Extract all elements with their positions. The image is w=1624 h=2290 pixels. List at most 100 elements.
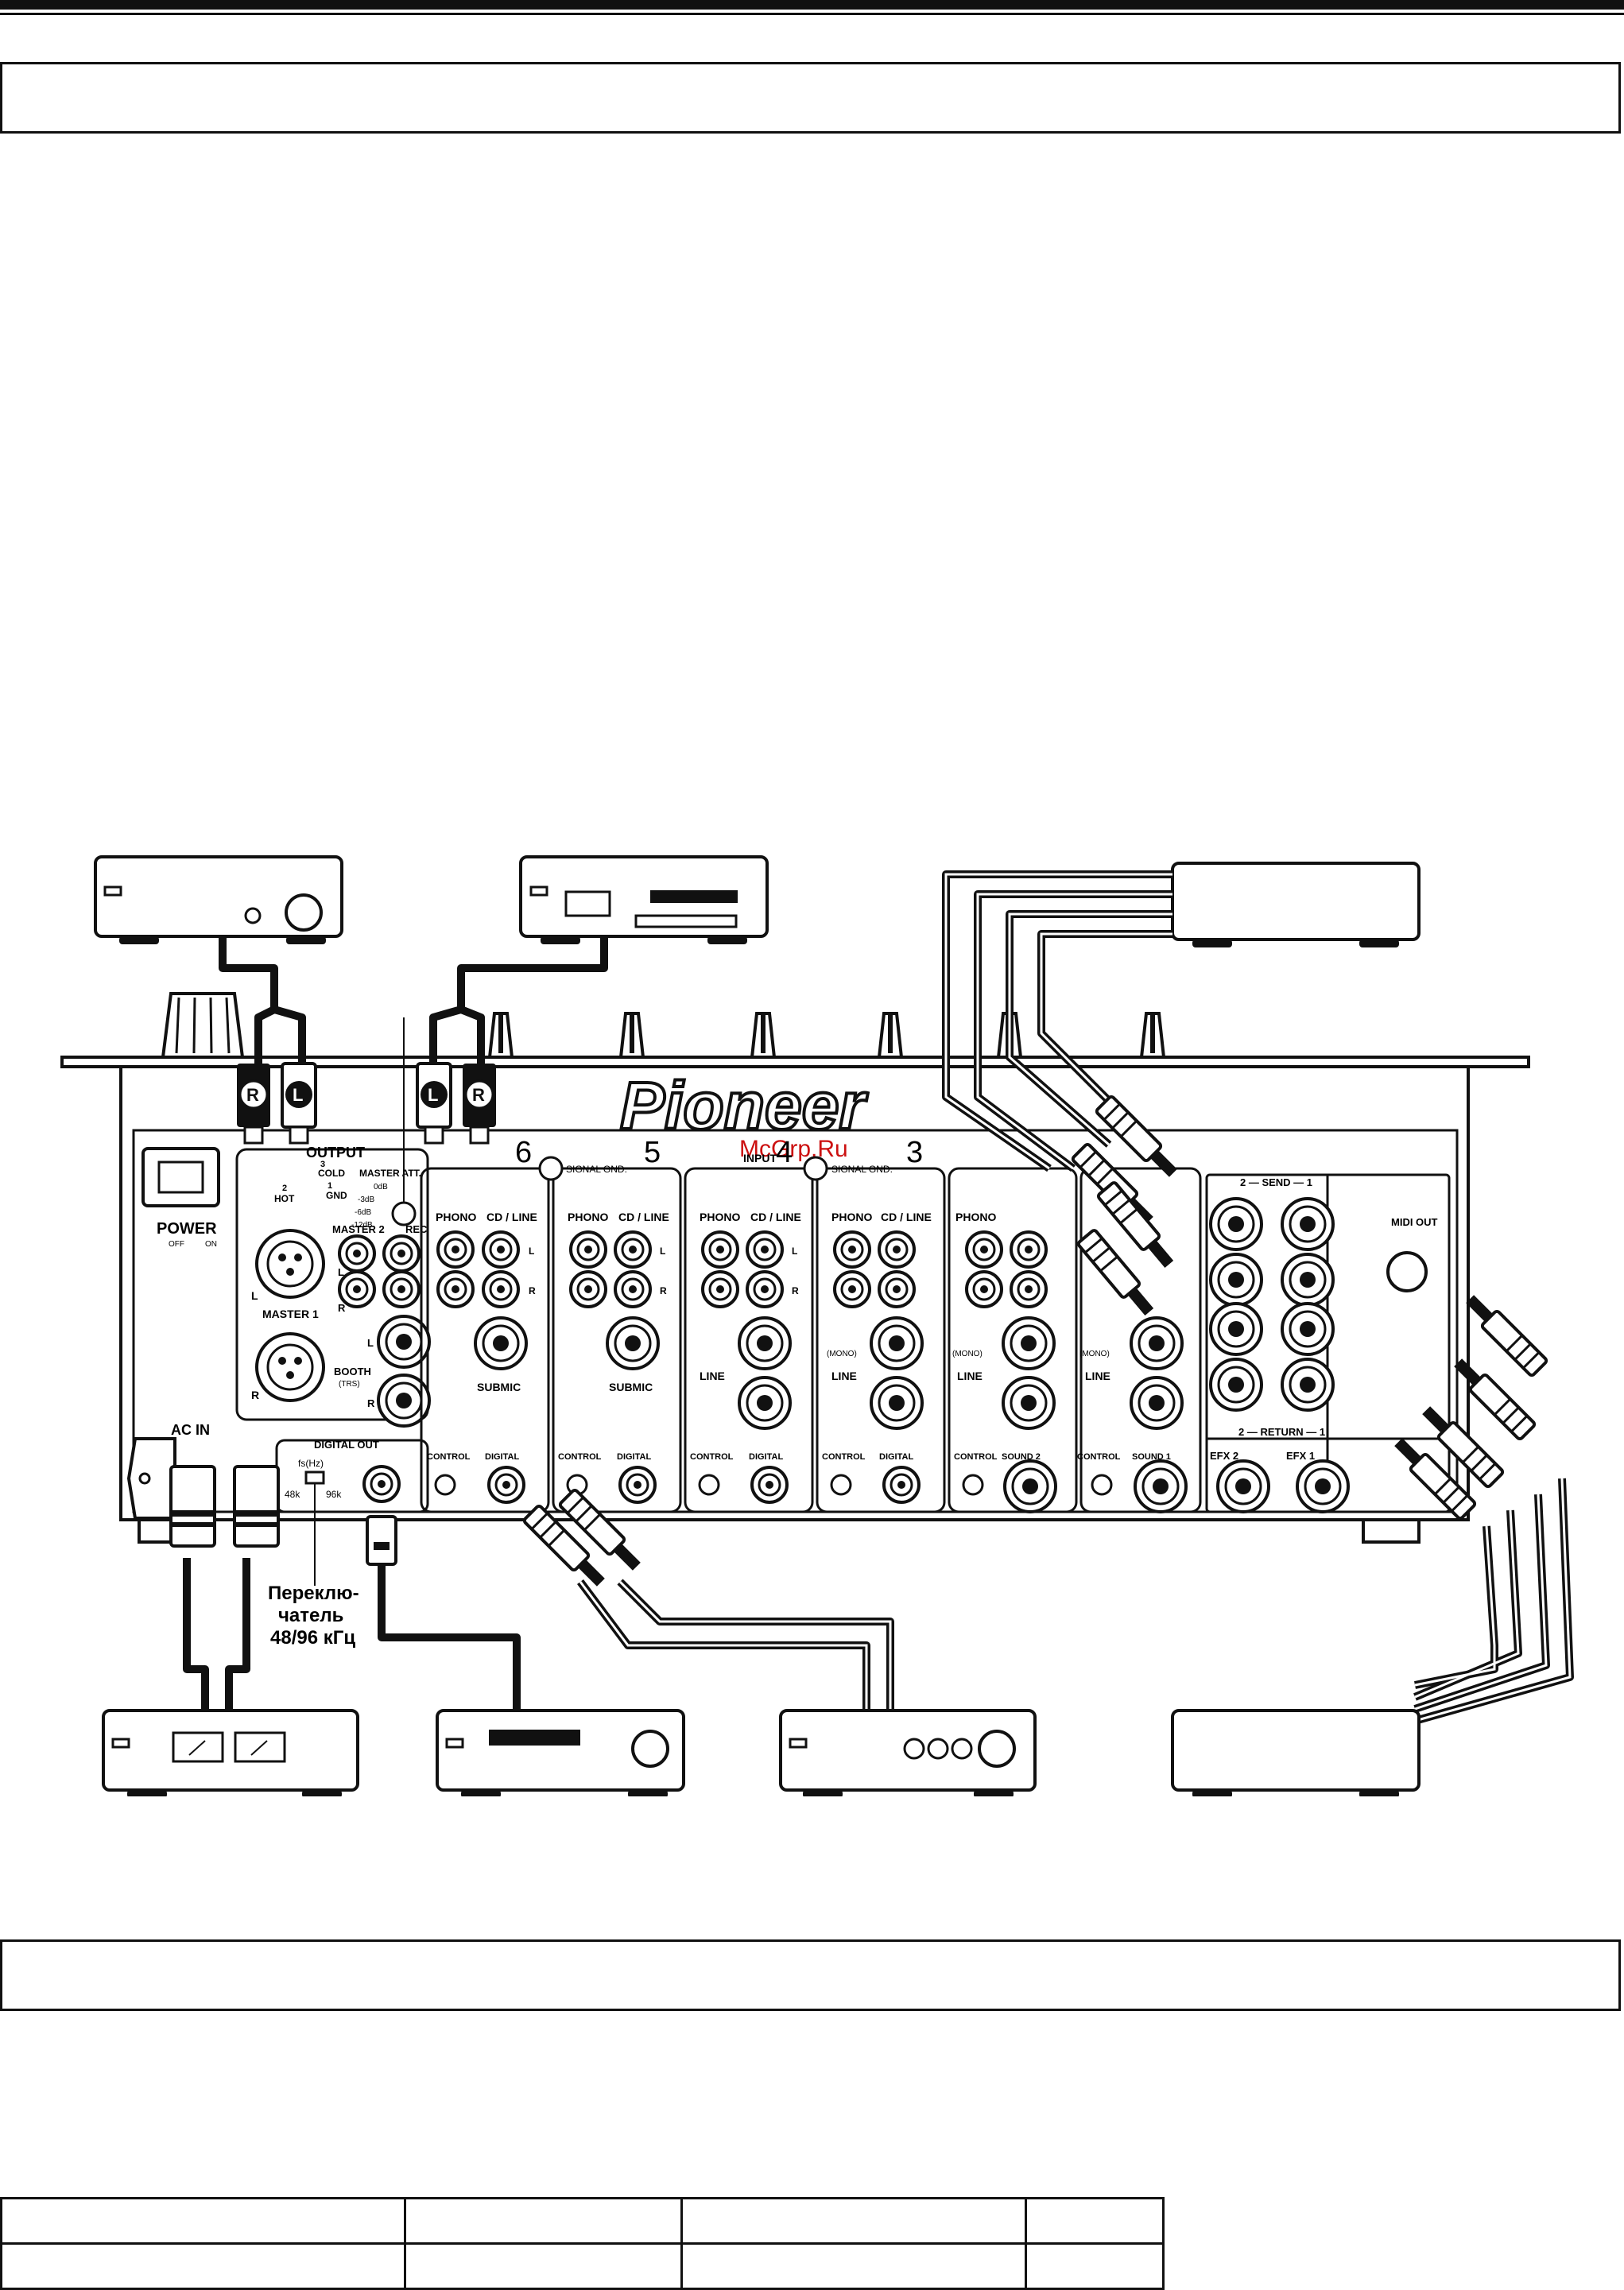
callout-line3: 48/96 кГц — [270, 1627, 355, 1649]
footer-cell — [0, 2242, 406, 2290]
efx1-din[interactable] — [1296, 1459, 1350, 1513]
fs-label: fs(Hz) — [298, 1458, 324, 1469]
input-label: INPUT — [743, 1152, 777, 1164]
channel-frames — [420, 1167, 1451, 1513]
fs-96k: 96k — [326, 1489, 342, 1500]
xlr-pin-3: 3 — [320, 1160, 325, 1169]
ch6-control: CONTROL — [427, 1452, 471, 1462]
digital-out-label: DIGITAL OUT — [314, 1439, 379, 1451]
signal-gnd-terminal-1[interactable] — [538, 1156, 564, 1181]
rca-plugs-rec: L R — [416, 1062, 496, 1145]
ch2-control: CONTROL — [954, 1452, 998, 1462]
master2-L: L — [338, 1266, 344, 1278]
ch6-submic-jack[interactable] — [474, 1316, 528, 1370]
efx1-label: EFX 1 — [1286, 1450, 1315, 1462]
power-on-label: ON — [205, 1240, 217, 1249]
ch6-digital: DIGITAL — [485, 1452, 519, 1462]
ch5-phono: PHONO — [568, 1211, 608, 1223]
ch5-submic-jack[interactable] — [606, 1316, 660, 1370]
ch5-digital: DIGITAL — [617, 1452, 651, 1462]
digital-recorder — [436, 1709, 685, 1796]
efx2-din[interactable] — [1216, 1459, 1270, 1513]
ch3-digital: DIGITAL — [879, 1452, 913, 1462]
ch5-cdline: CD / LINE — [618, 1211, 669, 1223]
ch4-control: CONTROL — [690, 1452, 734, 1462]
master-att-selector[interactable] — [391, 1201, 417, 1226]
master1-xlr-L[interactable] — [255, 1229, 325, 1299]
rca-digital-plug — [366, 1515, 397, 1566]
ch2-phono: PHONO — [955, 1211, 996, 1223]
rca-plugs-master: R L — [237, 1062, 317, 1145]
ch3-number: 3 — [906, 1136, 923, 1169]
cable-inner-highlights — [579, 873, 1572, 1722]
xlr-cold: COLD — [318, 1168, 345, 1179]
callout-line2: чатель — [278, 1605, 343, 1626]
xlr-plugs — [169, 1465, 280, 1548]
footer-cell — [404, 2197, 683, 2245]
ch4-digital: DIGITAL — [749, 1452, 783, 1462]
amplifier-with-meters — [102, 1709, 359, 1796]
ch2-mono: (MONO) — [952, 1350, 983, 1358]
xlr-gnd: GND — [326, 1190, 347, 1201]
ch6-L: L — [529, 1246, 534, 1257]
plug-R-master: R — [246, 1085, 259, 1105]
ch3-cdline: CD / LINE — [881, 1211, 932, 1223]
ch5-control: CONTROL — [558, 1452, 602, 1462]
footer-cell — [1025, 2197, 1165, 2245]
master1-L: L — [251, 1289, 258, 1302]
brand-logo: Pioneer — [620, 1068, 868, 1143]
ch4-cdline: CD / LINE — [750, 1211, 801, 1223]
master1-R: R — [251, 1389, 259, 1401]
signal-gnd-terminal-2[interactable] — [803, 1156, 828, 1181]
ch6-R: R — [529, 1285, 536, 1296]
booth-amplifier — [779, 1709, 1037, 1796]
ch3-control: CONTROL — [822, 1452, 866, 1462]
ch4-R: R — [792, 1285, 799, 1296]
att-0db: 0dB — [374, 1183, 388, 1191]
att-12db: -12dB — [351, 1221, 373, 1230]
ch5-R: R — [660, 1285, 667, 1296]
master2-R: R — [338, 1302, 346, 1314]
rec-label: REC — [405, 1223, 428, 1235]
ch4-phono: PHONO — [700, 1211, 740, 1223]
digital-out-jack[interactable] — [362, 1465, 401, 1503]
footer-cell — [680, 2242, 1027, 2290]
efx2-label: EFX 2 — [1210, 1450, 1238, 1462]
footer-cell — [0, 2197, 406, 2245]
amplifier-top-left — [94, 855, 343, 944]
ch1-control: CONTROL — [1077, 1452, 1121, 1462]
master1-xlr-R[interactable] — [255, 1332, 325, 1402]
footer-cell — [1025, 2242, 1165, 2290]
section-header-box — [0, 62, 1621, 134]
ch1-sound1: SOUND 1 — [1132, 1452, 1171, 1462]
booth-sub: (TRS) — [339, 1380, 360, 1389]
xlr-hot: HOT — [274, 1193, 295, 1204]
send-label: 2 — SEND — 1 — [1240, 1176, 1312, 1188]
cassette-deck-top — [519, 855, 769, 944]
ch3-line: LINE — [831, 1370, 857, 1382]
ch5-L: L — [660, 1246, 665, 1257]
mixer-top-plate — [60, 992, 1530, 1068]
power-switch[interactable] — [141, 1147, 220, 1207]
signal-gnd-label-2: SIGNAL GND. — [831, 1164, 893, 1175]
ch4-line: LINE — [700, 1370, 725, 1382]
ch3-phono: PHONO — [831, 1211, 872, 1223]
xlr-pin-2: 2 — [282, 1184, 287, 1193]
ch3-mono: (MONO) — [827, 1350, 857, 1358]
plug-L-master: L — [293, 1085, 303, 1105]
ch2-line: LINE — [957, 1370, 983, 1382]
plug-L-rec: L — [428, 1085, 438, 1105]
power-off-label: OFF — [169, 1240, 184, 1249]
ch6-submic: SUBMIC — [477, 1381, 521, 1393]
fs-switch[interactable] — [304, 1470, 325, 1485]
ac-in-socket[interactable] — [126, 1437, 176, 1520]
fs-48k: 48k — [285, 1489, 300, 1500]
ch4-number: 4 — [776, 1136, 793, 1169]
ac-in-label: AC IN — [171, 1422, 210, 1438]
footer-cell — [680, 2197, 1027, 2245]
att-6db: -6dB — [355, 1208, 371, 1217]
watermark: McGrp.Ru — [739, 1136, 848, 1162]
ch4-L: L — [792, 1246, 797, 1257]
ch1-mono: (MONO) — [1079, 1350, 1110, 1358]
midi-out-jack[interactable] — [1386, 1251, 1428, 1292]
